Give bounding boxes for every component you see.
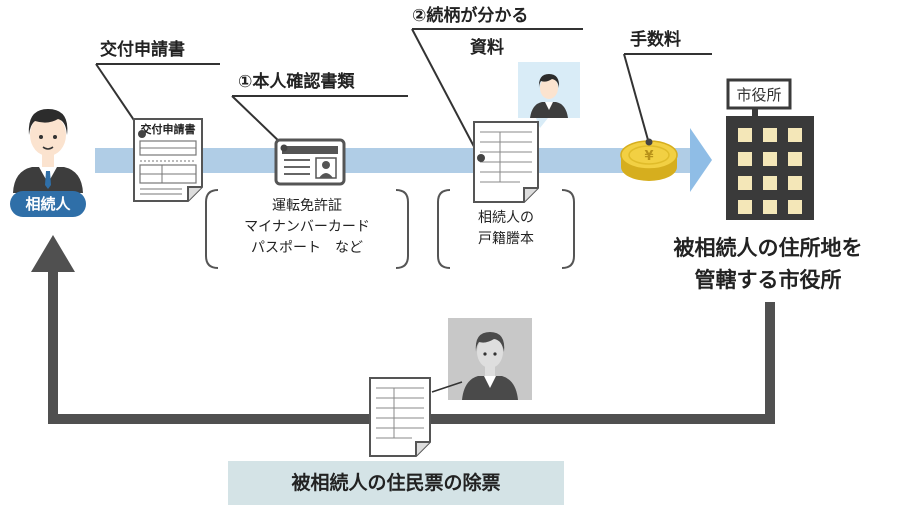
- city-hall-caption-line2: 管轄する市役所: [694, 268, 842, 292]
- fee-label: 手数料: [630, 30, 681, 50]
- application-form-header: 交付申請書: [140, 123, 196, 136]
- relationship-docs-label: ②続柄が分かる: [412, 6, 529, 26]
- relationship-example-line1: 相続人の: [478, 210, 534, 226]
- result-label: 被相続人の住民票の除票: [291, 472, 501, 494]
- id-card-icon: [274, 138, 346, 186]
- city-hall-sign: 市役所: [736, 86, 782, 104]
- id-examples-list: 運転免許証 マイナンバーカード パスポート など: [206, 196, 408, 259]
- relationship-docs-label-line2: 資料: [470, 38, 504, 58]
- city-hall-icon: [726, 78, 814, 220]
- family-register-icon: [473, 121, 539, 203]
- id-example-drivers-license: 運転免許証: [272, 198, 342, 214]
- application-form-icon: [133, 118, 203, 202]
- city-hall-caption-line1: 被相続人の住所地を: [673, 236, 863, 260]
- applicant-icon: [13, 109, 83, 193]
- applicant-badge: [10, 191, 86, 217]
- result-box: [228, 461, 564, 505]
- registered-person-icon: [518, 62, 580, 128]
- deceased-person-icon: [448, 318, 532, 400]
- id-documents-label: ①本人確認書類: [238, 72, 355, 92]
- application-form-label: 交付申請書: [100, 40, 185, 60]
- relationship-examples-list: 相続人の 戸籍謄本: [438, 208, 574, 250]
- coin-icon: ¥: [620, 138, 678, 181]
- relationship-example-line2: 戸籍謄本: [478, 231, 534, 247]
- resident-record-icon: [369, 377, 431, 457]
- id-example-my-number-card: マイナンバーカード: [244, 219, 370, 235]
- id-example-passport: パスポート など: [251, 240, 363, 256]
- applicant-badge-label: 相続人: [25, 195, 71, 213]
- city-hall-caption: 被相続人の住所地を 管轄する市役所: [630, 232, 906, 296]
- svg-text:¥: ¥: [644, 149, 653, 164]
